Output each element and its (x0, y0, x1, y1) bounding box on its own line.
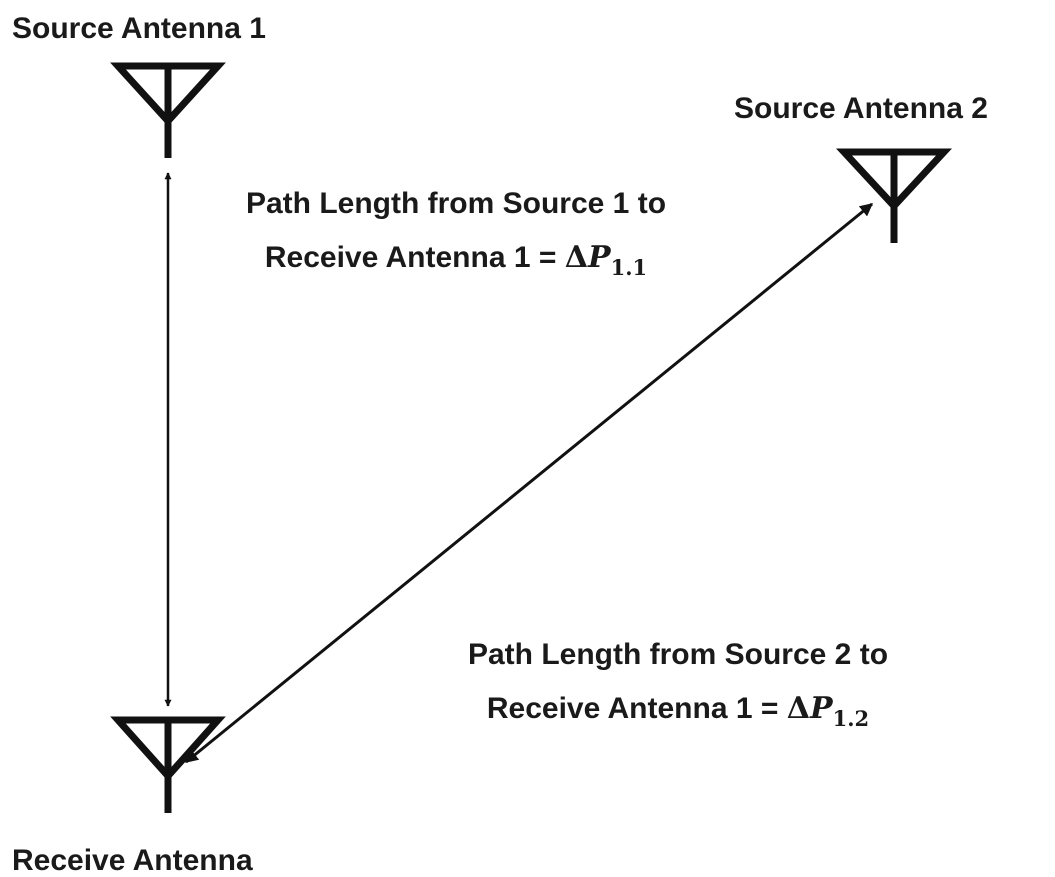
path-1-label-line1: Path Length from Source 1 to (245, 187, 667, 220)
path-2-arrow (184, 202, 874, 764)
path-2-label: Path Length from Source 2 to Receive Ant… (398, 628, 958, 736)
receive-antenna-icon (110, 716, 226, 813)
path-1-label-prefix: Receive Antenna 1 = (264, 241, 557, 274)
path-2-label-prefix: Receive Antenna 1 = (486, 692, 779, 725)
source-antenna-2-label: Source Antenna 2 (734, 92, 988, 125)
path-2-label-line1: Path Length from Source 2 to (467, 638, 889, 671)
path-1-symbol-delta: Δ (564, 240, 589, 275)
source-antenna-1-label: Source Antenna 1 (12, 12, 266, 45)
path-1-symbol-var: P (588, 240, 611, 275)
source-antenna-2-icon (835, 148, 953, 243)
path-1-label-line2: Receive Antenna 1 = ΔP1.1 (176, 231, 736, 285)
path-2-symbol-sub: 1.2 (832, 706, 870, 731)
path-1-symbol: ΔP1.1 (564, 240, 647, 278)
path-1-label: Path Length from Source 1 to Receive Ant… (176, 177, 736, 285)
source-antenna-1-icon (110, 62, 226, 158)
path-2-symbol-var: P (810, 691, 833, 726)
path-1-symbol-sub: 1.1 (610, 255, 648, 280)
path-2-symbol-delta: Δ (786, 691, 811, 726)
path-2-symbol: ΔP1.2 (786, 691, 869, 729)
receive-antenna-label: Receive Antenna (12, 844, 253, 877)
path-2-label-line2: Receive Antenna 1 = ΔP1.2 (398, 682, 958, 736)
